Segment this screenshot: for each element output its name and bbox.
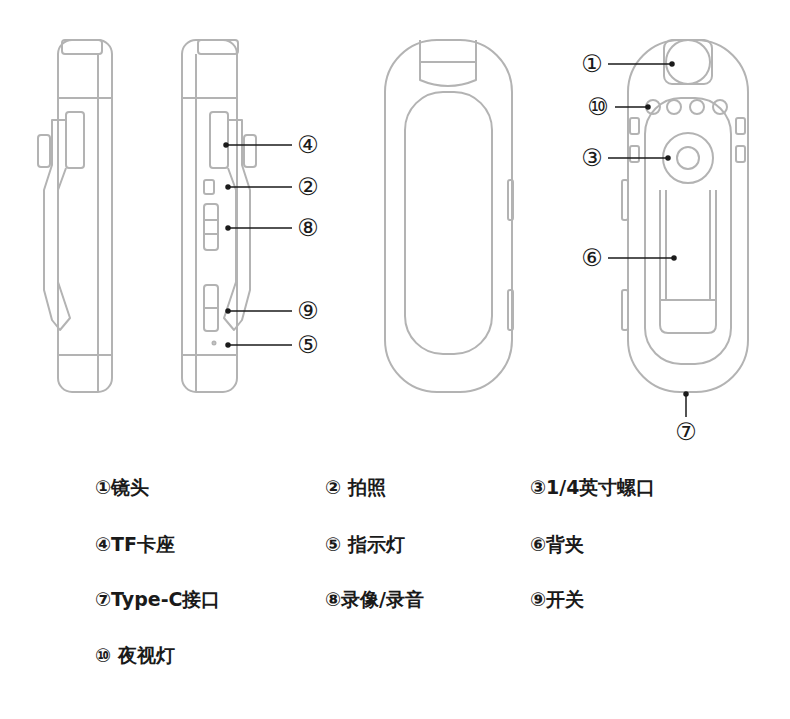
- callout-number: ③: [580, 144, 604, 173]
- part-legend-item: ③1/4英寸螺口: [530, 476, 655, 499]
- callout-number: ⑤: [296, 331, 320, 360]
- callout-number: ②: [296, 173, 320, 202]
- part-legend-item: ⑤ 指示灯: [325, 533, 405, 556]
- callout-number: ⑥: [580, 244, 604, 273]
- part-legend-item: ④TF卡座: [95, 533, 175, 556]
- leader-lines: [224, 62, 688, 417]
- part-legend-item: ⑩ 夜视灯: [95, 644, 175, 667]
- part-legend-item: ② 拍照: [325, 476, 386, 499]
- part-legend-item: ⑥背夹: [530, 533, 584, 556]
- part-legend-item: ⑨开关: [530, 588, 584, 611]
- part-legend-item: ①镜头: [95, 476, 149, 499]
- callout-number: ⑦: [674, 418, 698, 447]
- callout-number: ⑨: [296, 297, 320, 326]
- part-legend-item: ⑦Type-C接口: [95, 588, 221, 611]
- callout-number: ④: [296, 131, 320, 160]
- callout-number: ⑧: [296, 214, 320, 243]
- part-legend-item: ⑧录像/录音: [325, 588, 424, 611]
- callout-number: ①: [580, 50, 604, 79]
- callout-number: ⑩: [586, 93, 610, 122]
